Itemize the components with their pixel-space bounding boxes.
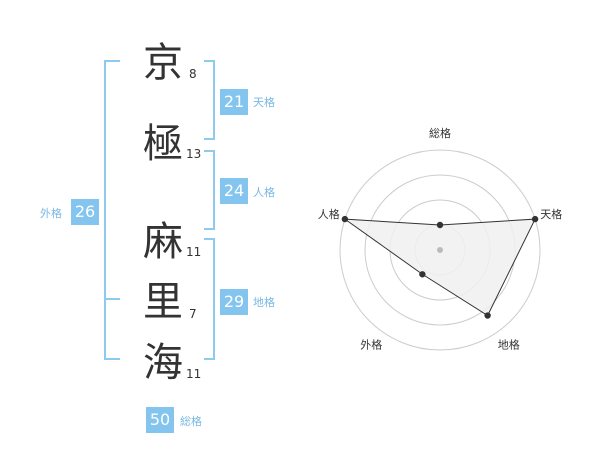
radar-area <box>343 218 536 317</box>
stroke-count-5: 11 <box>186 367 202 381</box>
radar-axis-label: 地格 <box>498 338 520 352</box>
name-char-4: 里 <box>143 279 183 325</box>
chikaku-value: 29 <box>220 289 248 315</box>
name-char-5: 海 <box>143 340 183 386</box>
radar-point <box>341 215 349 223</box>
radar-axis-label: 総格 <box>429 126 451 140</box>
stroke-count-4: 7 <box>189 307 197 321</box>
name-char-3: 麻 <box>143 219 183 265</box>
tenkaku-label: 天格 <box>253 96 275 109</box>
stroke-count-3: 11 <box>186 245 202 259</box>
radar-axis-label: 天格 <box>540 207 562 221</box>
tenkaku-value: 21 <box>220 89 248 115</box>
radar-grid-ring <box>339 149 541 351</box>
jinkaku-label: 人格 <box>253 186 275 199</box>
radar-points <box>341 215 539 319</box>
name-char-2: 極 <box>143 121 183 167</box>
soukaku-value: 50 <box>146 407 174 433</box>
radar-point <box>419 271 426 278</box>
name-char-1: 京 <box>143 40 183 86</box>
gaikaku-value: 26 <box>71 199 99 225</box>
radar-point <box>436 221 444 229</box>
stroke-count-1: 8 <box>189 67 197 81</box>
jinkaku-value: 24 <box>220 178 248 204</box>
radar-point <box>484 312 491 319</box>
gaikaku-label: 外格 <box>40 207 62 220</box>
stroke-count-2: 13 <box>186 147 202 161</box>
soukaku-label: 総格 <box>180 415 202 428</box>
radar-center-point <box>437 247 443 253</box>
radar-point <box>531 215 539 223</box>
chikaku-label: 地格 <box>253 296 275 309</box>
radar-axis-label: 外格 <box>360 338 382 352</box>
radar-axis-label: 人格 <box>318 207 340 221</box>
